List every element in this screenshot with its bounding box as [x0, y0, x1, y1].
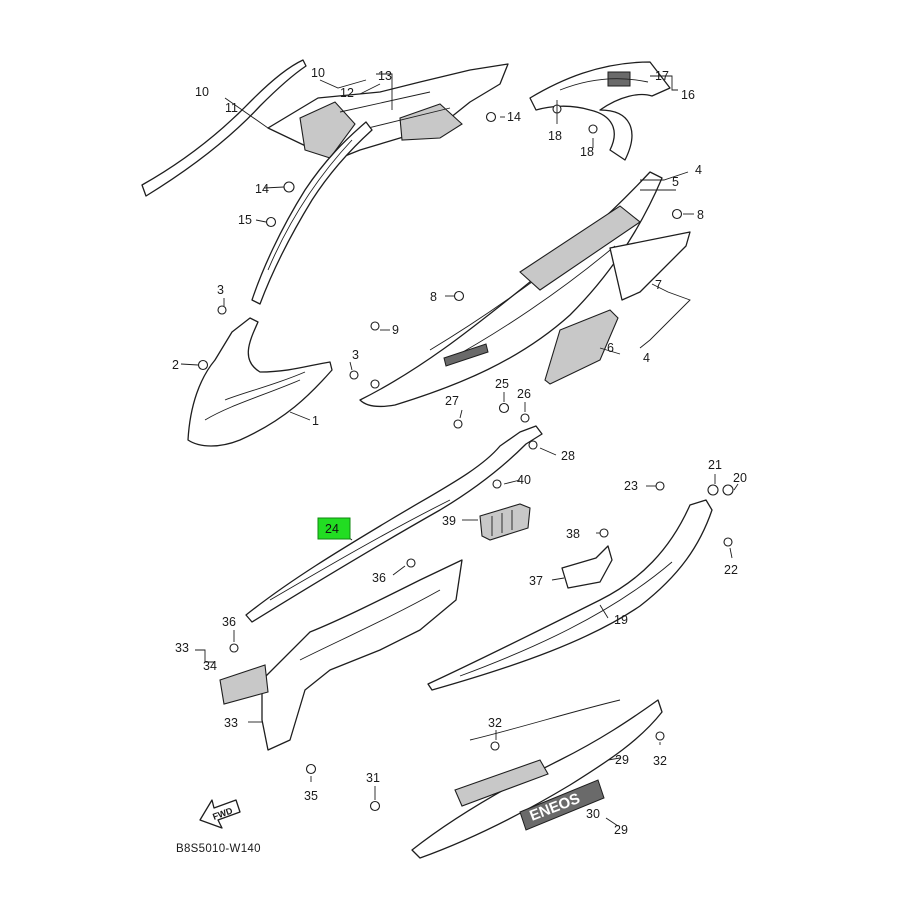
callout-40: 40 [517, 473, 531, 487]
front-cowl-part-1 [187, 317, 333, 447]
callout-2: 2 [172, 358, 179, 372]
callout-17: 17 [655, 69, 669, 83]
diagram-code: B8S5010-W140 [176, 843, 261, 855]
callout-30: 30 [586, 807, 600, 821]
callout-3: 3 [217, 283, 224, 297]
callout-14: 14 [507, 110, 521, 124]
clip-block-part-39 [479, 503, 531, 541]
callout-7: 7 [655, 278, 662, 292]
callout-10: 10 [311, 66, 325, 80]
callout-13: 13 [378, 69, 392, 83]
decal-part-6 [544, 309, 619, 385]
callout-5: 5 [672, 175, 679, 189]
callout-23: 23 [624, 479, 638, 493]
bracket-panel-part-33-34 [219, 559, 463, 751]
callout-35: 35 [304, 789, 318, 803]
bracket-part-37 [561, 545, 613, 589]
callout-28: 28 [561, 449, 575, 463]
panel-part-7 [609, 231, 691, 301]
bottom-cover-part-29 [411, 699, 663, 859]
callout-39: 39 [442, 514, 456, 528]
upper-cover-part-12-13 [267, 63, 509, 161]
callout-14: 14 [255, 182, 269, 196]
callout-32: 32 [488, 716, 502, 730]
callout-25: 25 [495, 377, 509, 391]
callout-labels: 10 11 10 12 13 14 14 15 3 2 3 9 1 17 16 … [172, 66, 747, 837]
callout-29: 29 [614, 823, 628, 837]
callout-12: 12 [340, 86, 354, 100]
callout-33: 33 [224, 716, 238, 730]
callout-29: 29 [615, 753, 629, 767]
callout-8: 8 [430, 290, 437, 304]
grab-bar-part-16 [529, 61, 671, 161]
side-strip-part-19 [427, 499, 713, 691]
side-strip-part-15 [251, 121, 373, 305]
callout-22: 22 [724, 563, 738, 577]
callout-36: 36 [372, 571, 386, 585]
callout-3: 3 [352, 348, 359, 362]
callout-8: 8 [697, 208, 704, 222]
callout-24-label[interactable]: 24 [325, 522, 339, 536]
callout-32: 32 [653, 754, 667, 768]
callout-26: 26 [517, 387, 531, 401]
callout-33: 33 [175, 641, 189, 655]
callout-21: 21 [708, 458, 722, 472]
callout-16: 16 [681, 88, 695, 102]
callout-18: 18 [580, 145, 594, 159]
callout-37: 37 [529, 574, 543, 588]
callout-27: 27 [445, 394, 459, 408]
side-cover-part-4-5 [359, 171, 663, 407]
callout-18: 18 [548, 129, 562, 143]
callout-11: 11 [225, 101, 238, 115]
callout-9: 9 [392, 323, 399, 337]
leader-lines [180, 73, 739, 827]
callout-4: 4 [643, 351, 650, 365]
callout-34: 34 [203, 659, 217, 673]
callout-4: 4 [695, 163, 702, 177]
callout-31: 31 [366, 771, 380, 785]
trim-strip-part-10-11 [141, 59, 307, 197]
callout-19: 19 [614, 613, 628, 627]
callout-15: 15 [238, 213, 252, 227]
callout-36: 36 [222, 615, 236, 629]
callout-24-highlight[interactable]: 24 [317, 517, 351, 540]
side-strip-part-24 [245, 425, 543, 623]
callout-1: 1 [312, 414, 319, 428]
callout-6: 6 [607, 341, 614, 355]
callout-10: 10 [195, 85, 209, 99]
callout-38: 38 [566, 527, 580, 541]
callout-20: 20 [733, 471, 747, 485]
fasteners [197, 104, 734, 812]
fwd-arrow-icon: FWD [199, 799, 241, 829]
